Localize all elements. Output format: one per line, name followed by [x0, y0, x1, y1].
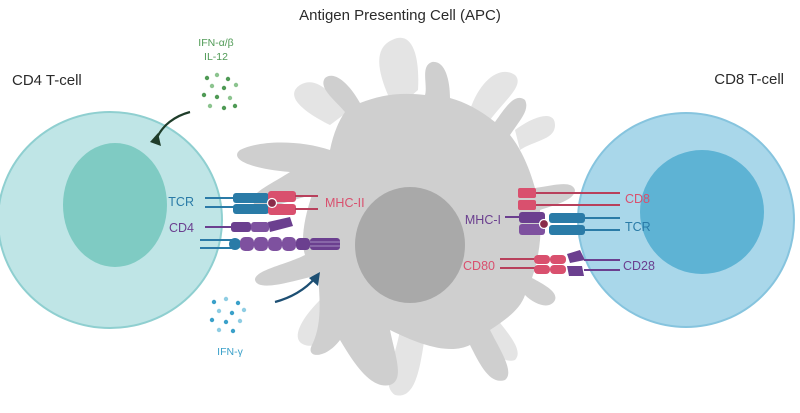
- cd4-cell-label: CD4 T-cell: [12, 72, 82, 89]
- cd8-cell-label: CD8 T-cell: [714, 71, 784, 88]
- coreceptor-chain: [200, 237, 340, 251]
- cd8-nucleus: [640, 150, 764, 274]
- arrow-to-apc: [274, 272, 320, 304]
- cd8-label: CD8: [625, 192, 650, 206]
- mhc-i-label: MHC-I: [465, 213, 501, 227]
- mhc-i-tcr-complex: [505, 212, 620, 235]
- tcr-right-label: TCR: [625, 220, 651, 234]
- cd80-cd28-complex: [500, 250, 620, 276]
- apc-nucleus: [355, 187, 465, 303]
- cd80-label: CD80: [463, 259, 495, 273]
- cd4-molecule: [205, 217, 293, 232]
- cytokine-dots-blue: [209, 296, 247, 334]
- arrow-to-cd4: [150, 110, 191, 146]
- cd8-t-cell: [577, 112, 795, 328]
- mhc-ii-label: MHC-II: [325, 196, 365, 210]
- cd4-label: CD4: [169, 221, 194, 235]
- cd8-molecule: [518, 188, 620, 210]
- cytokine-top-line2: IL-12: [204, 51, 228, 63]
- tcr-mhc-ii-complex: [205, 191, 318, 215]
- cd4-t-cell: [0, 111, 223, 329]
- diagram-title: Antigen Presenting Cell (APC): [299, 7, 501, 24]
- cytokine-bottom-label: IFN-γ: [217, 346, 243, 358]
- cd4-nucleus: [63, 143, 167, 267]
- cytokine-dots-green: [201, 72, 239, 111]
- cytokine-top-line1: IFN-α/β: [198, 37, 233, 49]
- cd28-label: CD28: [623, 259, 655, 273]
- tcr-left-label: TCR: [168, 195, 194, 209]
